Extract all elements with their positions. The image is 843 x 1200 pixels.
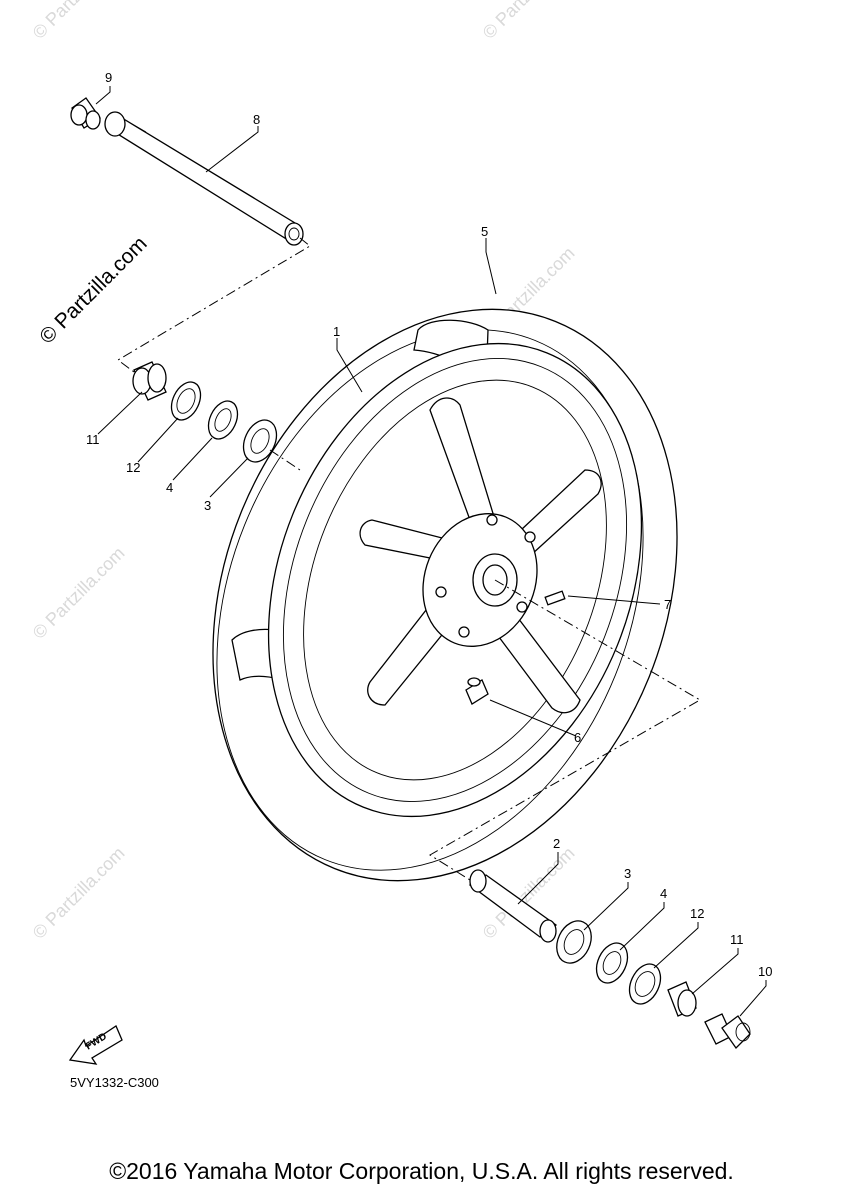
left-bearing-stack [132,361,278,463]
wheel-assembly [212,308,678,882]
right-bearing-stack [556,920,697,1017]
watermark-faint: © Partzilla.com [29,0,129,43]
watermark-faint: © Partzilla.com [29,543,129,643]
hub [422,513,538,647]
watermark-faint: © Partzilla.com [479,0,579,43]
fwd-arrow-icon: FWD [68,1025,123,1065]
callout-11: 11 [730,932,744,947]
callout-12: 12 [690,906,704,921]
callouts: 9 8 5 1 11 12 4 3 7 6 2 3 4 12 11 10 [86,70,772,979]
callout-6: 6 [574,730,581,745]
leader-lines [95,86,767,1017]
callout-3: 3 [204,498,211,513]
valve [465,677,489,705]
callout-8: 8 [253,112,260,127]
callout-4: 4 [166,480,173,495]
watermark-main: © Partzilla.com [35,232,151,348]
axle [104,111,304,246]
callout-3: 3 [624,866,631,881]
parts-diagram: © Partzilla.com © Partzilla.com © Partzi… [29,0,773,1090]
copyright-notice: ©2016 Yamaha Motor Corporation, U.S.A. A… [109,1158,734,1184]
callout-11: 11 [86,432,100,447]
callout-9: 9 [105,70,112,85]
callout-1: 1 [333,324,340,339]
axle-collar [70,97,101,130]
pinch-bolt [704,1013,751,1050]
spacer-tube [468,869,558,943]
callout-2: 2 [553,836,560,851]
watermark-faint: © Partzilla.com [29,843,129,943]
diagram-code: 5VY1332-C300 [70,1075,159,1090]
callout-5: 5 [481,224,488,239]
callout-7: 7 [664,597,671,612]
sensor-plate [544,590,566,606]
callout-10: 10 [758,964,772,979]
callout-12: 12 [126,460,140,475]
callout-4: 4 [660,886,667,901]
assembly-lines [117,237,701,881]
